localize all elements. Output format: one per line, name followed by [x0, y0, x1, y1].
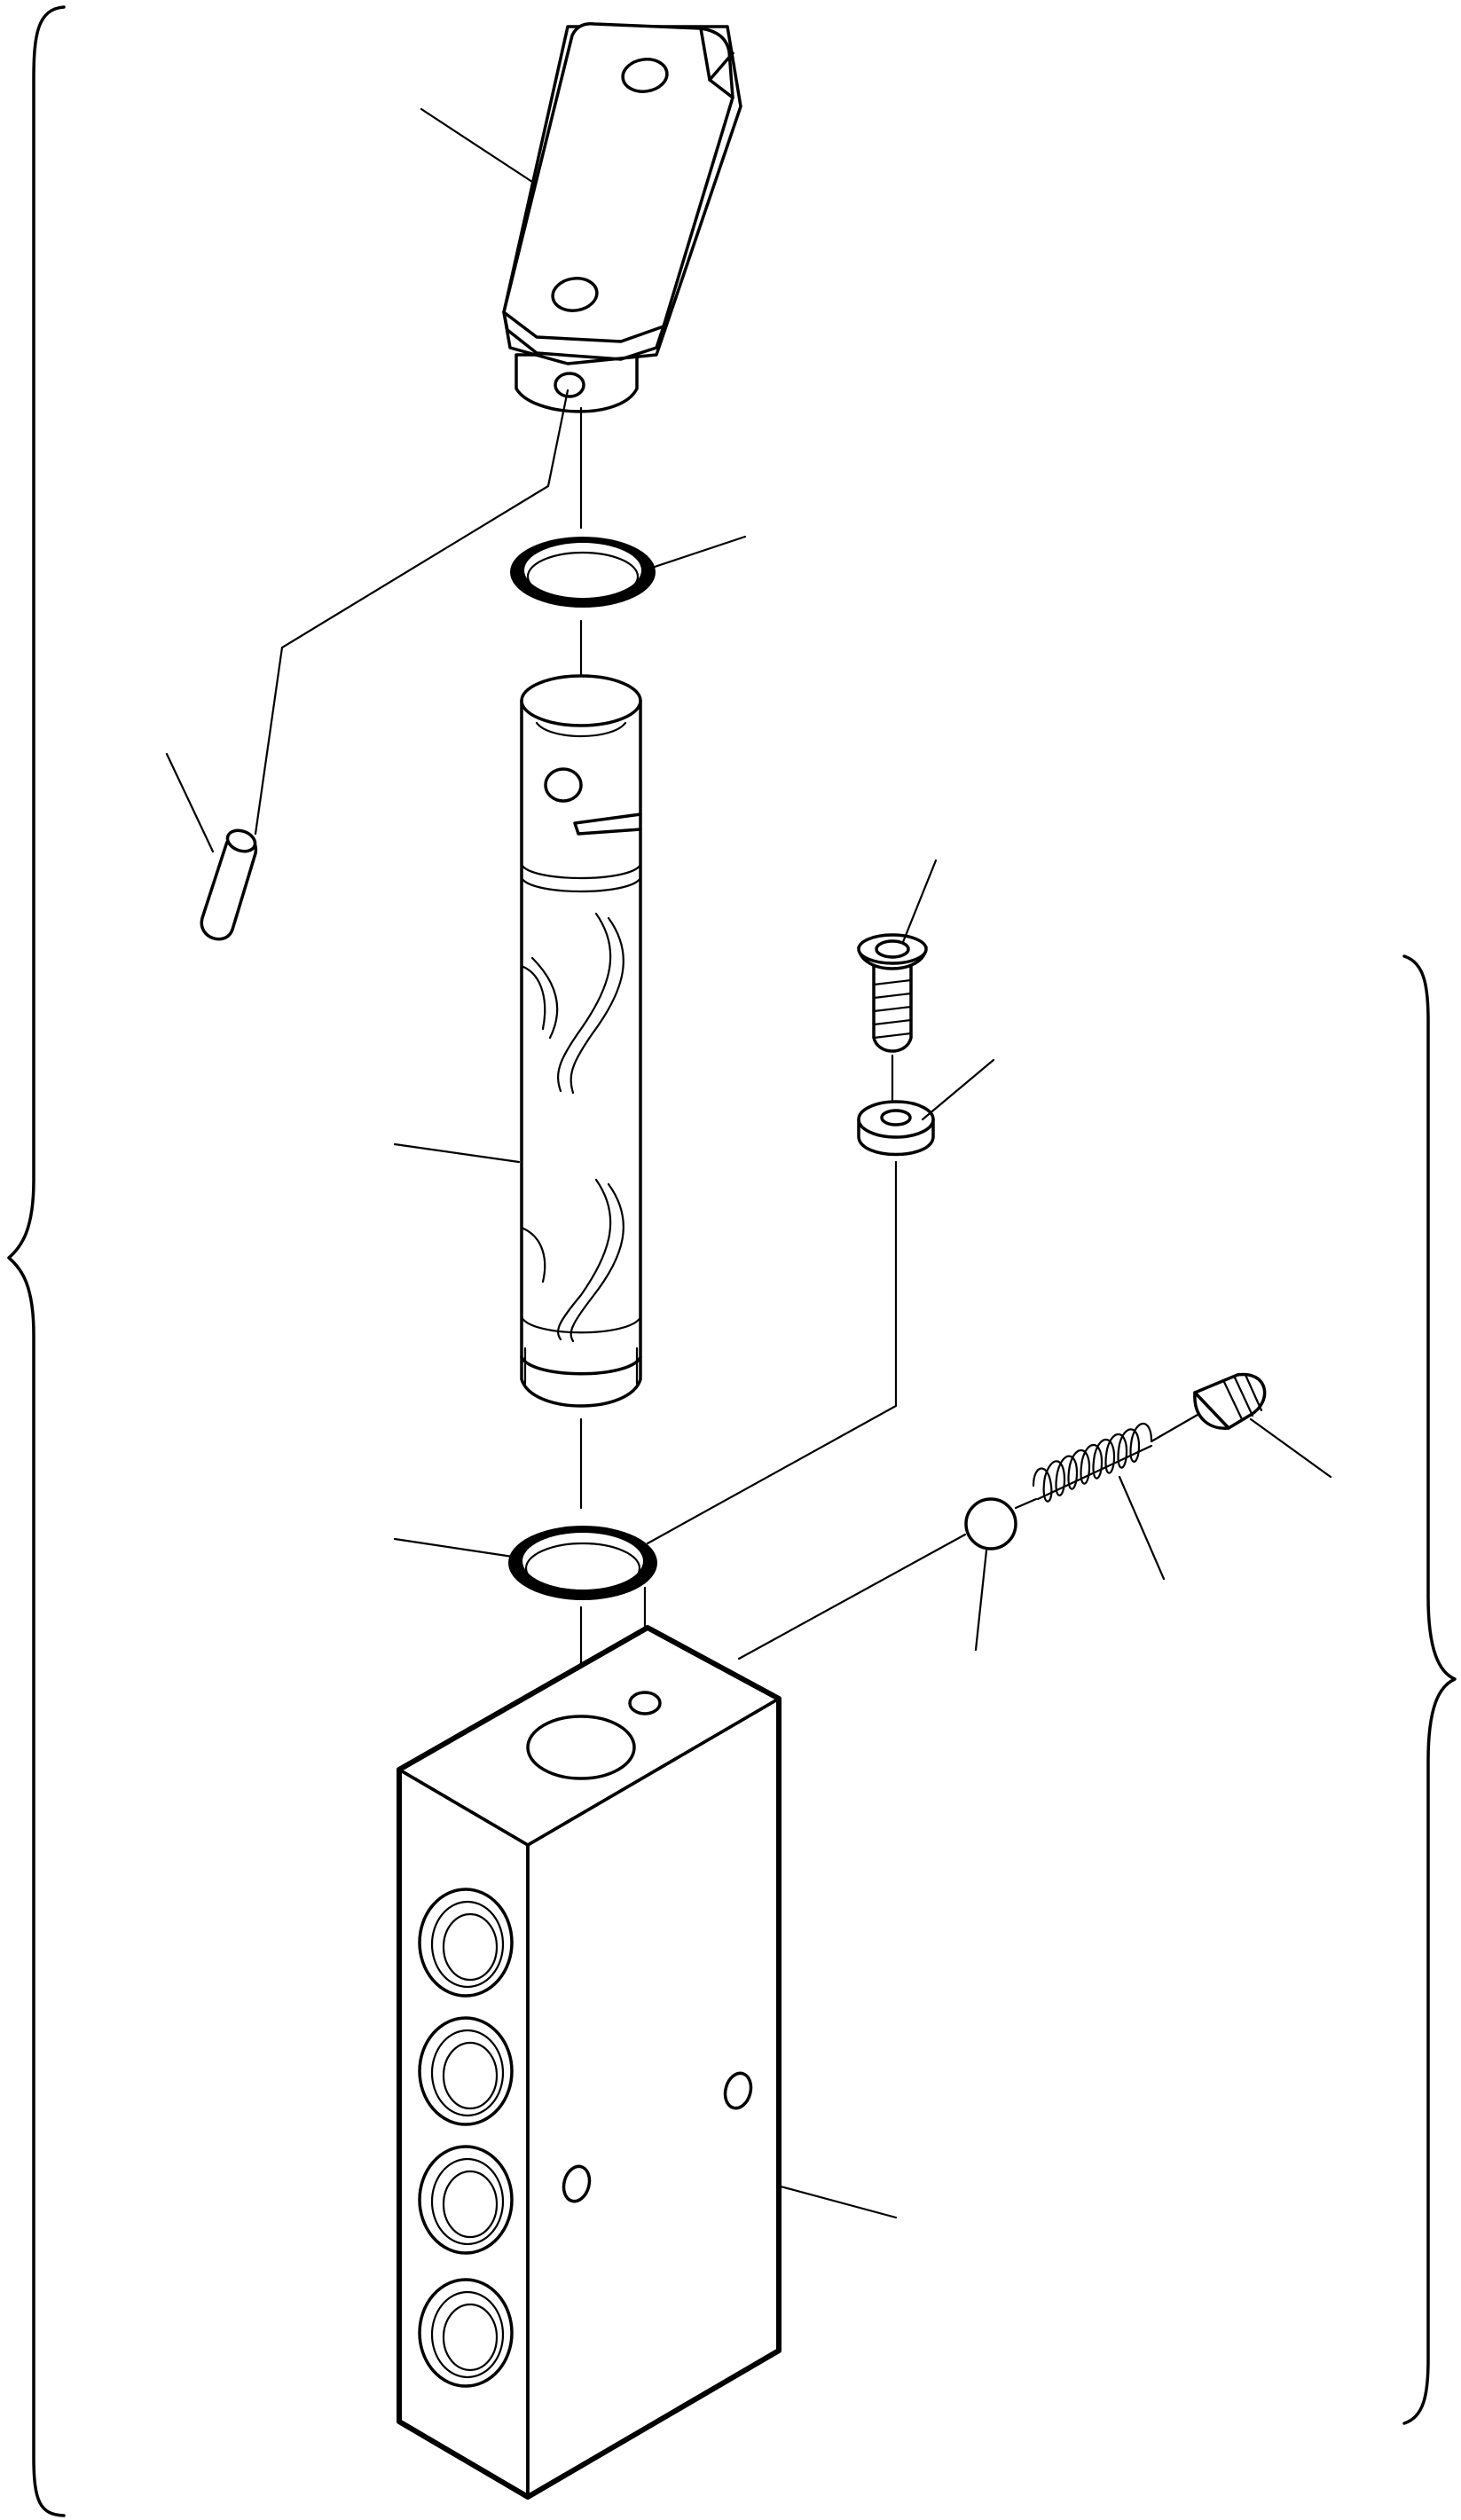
washer — [857, 1100, 935, 1157]
lower-seal-ring — [508, 1526, 657, 1600]
retaining-screw — [857, 933, 928, 1053]
leader-retaining-screw — [901, 859, 938, 944]
axis-spring-plug — [1150, 1413, 1199, 1443]
port-2 — [418, 2016, 514, 2126]
detent-plug — [1193, 1372, 1267, 1430]
roll-pin — [200, 828, 257, 941]
leader-lever-arm — [420, 107, 534, 184]
axis-ball-spring — [1014, 1497, 1038, 1510]
port-4 — [418, 2278, 514, 2388]
valve-body — [397, 1625, 782, 2500]
leader-detent-ball — [974, 1549, 988, 1652]
upper-seal-ring — [510, 537, 656, 608]
left-group-brace — [7, 5, 66, 2517]
port-1 — [418, 1888, 514, 1998]
spool-shaft — [520, 674, 642, 1408]
leader-washer — [921, 1058, 995, 1121]
leader-lower-seal — [393, 1537, 514, 1558]
leader-detent-plug — [1249, 1417, 1332, 1479]
axis-ball-body — [737, 1533, 967, 1660]
leader-roll-pin — [165, 752, 215, 853]
leader-detent-spring — [1118, 1475, 1166, 1581]
washer-guide-line — [646, 1160, 898, 1545]
pin-guide-line — [254, 389, 569, 836]
leader-spool-shaft — [393, 1142, 521, 1164]
lever-arm — [502, 22, 742, 413]
detent-spring — [1032, 1422, 1153, 1503]
right-group-brace — [1402, 954, 1457, 2425]
leader-valve-body — [779, 2185, 898, 2219]
port-3 — [418, 2145, 514, 2255]
detent-ball — [964, 1497, 1017, 1550]
leader-upper-seal — [650, 535, 747, 569]
